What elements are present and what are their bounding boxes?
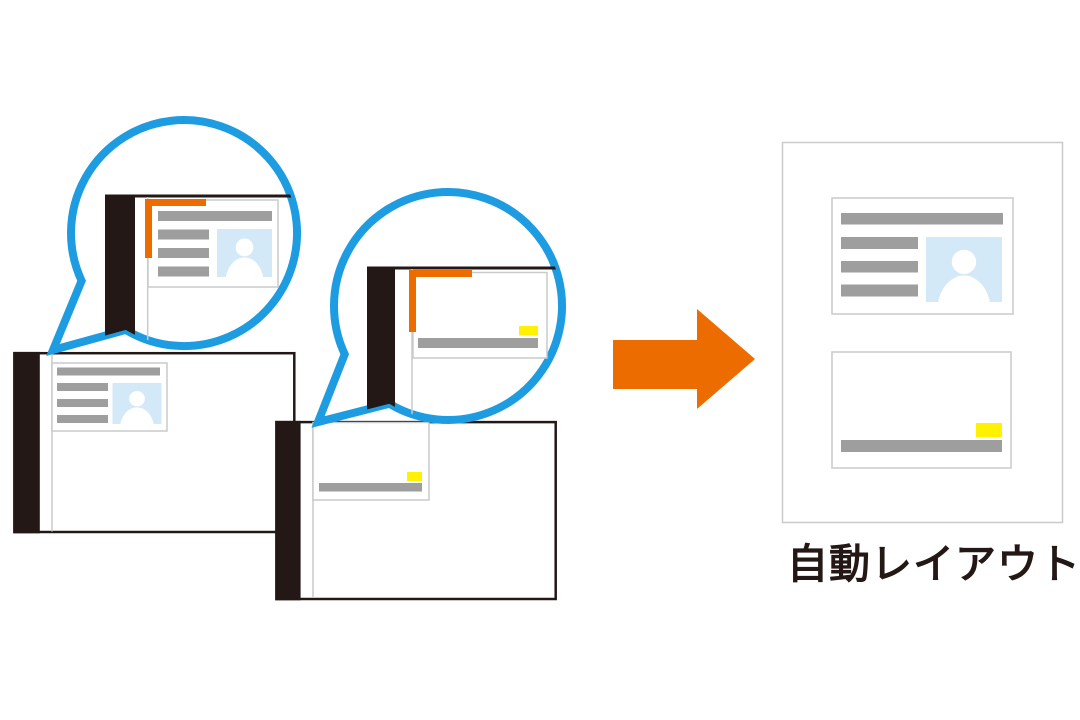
text-line-bar [841, 440, 1002, 452]
text-line-bar [158, 211, 272, 221]
person-icon [120, 407, 154, 424]
photo-placeholder [217, 229, 272, 277]
arrow-right-icon [613, 309, 755, 409]
text-line-bar [158, 229, 209, 240]
zoom-callout-business-card [46, 116, 302, 357]
text-line-bar [841, 284, 918, 297]
receipt-card [312, 421, 430, 501]
business-card [831, 197, 1014, 315]
business-card [51, 362, 168, 432]
photo-placeholder [112, 383, 162, 424]
corner-crop-mark [409, 270, 472, 332]
zoom-callout-receipt [311, 187, 566, 428]
corner-crop-mark [145, 199, 206, 258]
callout-content [105, 194, 298, 350]
text-line-bar [158, 248, 209, 258]
sheet-spine [275, 420, 301, 601]
text-line-bar [158, 266, 209, 277]
text-line-bar [57, 415, 108, 423]
receipt-card [831, 351, 1012, 469]
scanned-sheet-receipt [275, 420, 557, 601]
text-line-bar [841, 261, 918, 273]
person-icon [225, 257, 264, 277]
person-icon [235, 238, 254, 257]
sheet-spine [367, 266, 395, 422]
text-line-bar [57, 383, 108, 391]
person-icon [129, 391, 145, 407]
text-line-bar [57, 367, 160, 376]
result-page [781, 141, 1064, 524]
caption: 自動レイアウト [787, 541, 1080, 587]
person-icon [951, 249, 977, 275]
highlight-block [519, 326, 538, 336]
callout-content [367, 266, 560, 422]
person-icon [938, 275, 990, 302]
text-line-bar [57, 399, 108, 407]
photo-placeholder [926, 237, 1002, 302]
scanned-sheet-business-card [13, 351, 296, 534]
text-line-bar [841, 213, 1003, 225]
text-line-bar [841, 237, 918, 249]
highlight-block [407, 472, 422, 481]
highlight-block [976, 423, 1002, 437]
text-line-bar [418, 338, 538, 348]
sheet-spine [105, 194, 135, 350]
sheet-spine [13, 351, 40, 534]
text-line-bar [319, 483, 422, 492]
